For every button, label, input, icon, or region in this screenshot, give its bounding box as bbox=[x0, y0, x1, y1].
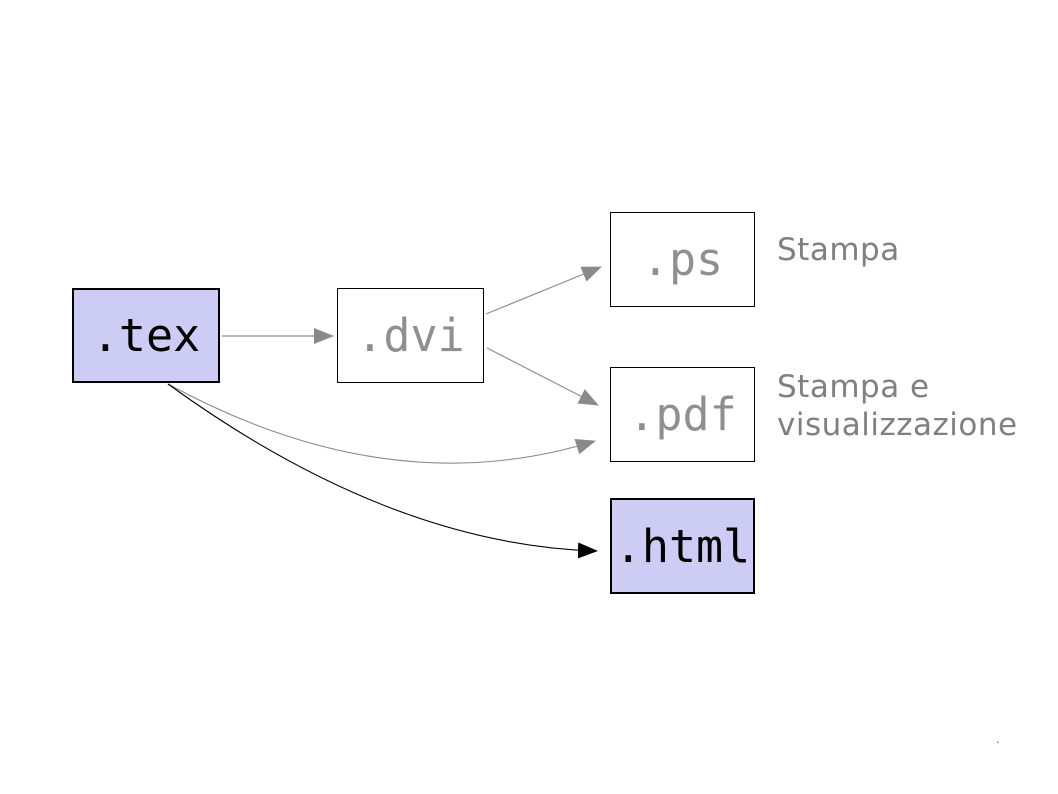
node-ps: .ps bbox=[610, 212, 755, 307]
annotation-pdf-line1: Stampa e bbox=[777, 369, 930, 405]
node-html-label: .html bbox=[614, 519, 751, 573]
edge-tex-to-pdf-curved bbox=[167, 383, 596, 464]
node-dvi-label: .dvi bbox=[356, 309, 465, 362]
edge-tex-to-html-curved bbox=[167, 383, 598, 559]
annotation-stampa-e-visualizzazione: Stampa e visualizzazione bbox=[777, 368, 1018, 444]
edge-dvi-to-pdf bbox=[486, 347, 599, 406]
node-pdf-label: .pdf bbox=[628, 388, 737, 441]
node-tex-label: .tex bbox=[91, 309, 201, 362]
annotation-stampa: Stampa bbox=[777, 232, 900, 268]
node-html: .html bbox=[610, 498, 755, 594]
annotation-pdf-line2: visualizzazione bbox=[777, 407, 1018, 443]
corner-dot: . bbox=[996, 733, 1000, 746]
node-tex: .tex bbox=[72, 288, 220, 383]
node-dvi: .dvi bbox=[337, 288, 484, 383]
node-ps-label: .ps bbox=[641, 233, 724, 286]
edge-dvi-to-ps bbox=[485, 266, 602, 315]
node-pdf: .pdf bbox=[610, 367, 755, 462]
